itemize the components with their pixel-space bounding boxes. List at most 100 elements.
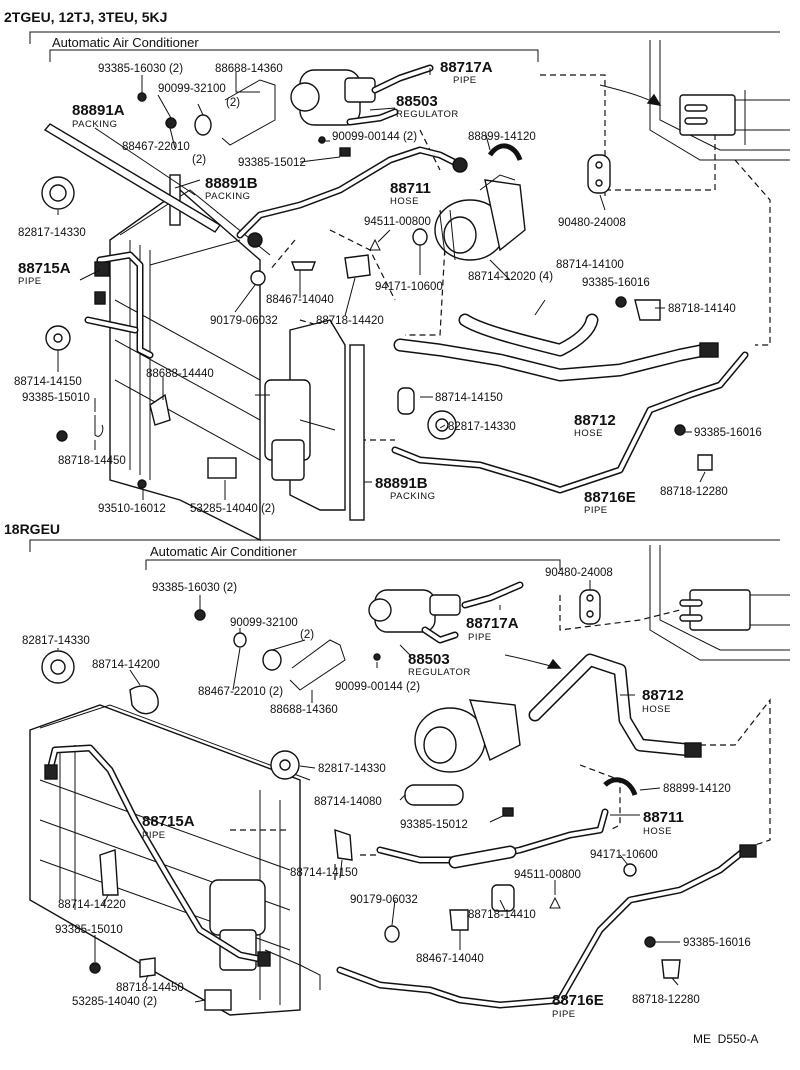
bottom-condenser [29, 704, 311, 1016]
label-93385-15010: 93385-15010 [22, 392, 90, 404]
label-93385-16016-b: 93385-16016 [694, 427, 762, 439]
bottom-receiver [209, 879, 321, 990]
top-pipe-88716E [391, 351, 749, 494]
bottom-hose-88712 [528, 653, 702, 758]
b-name-pipe-88717A: PIPE [468, 632, 492, 643]
b-qty-90099-32100: (2) [300, 629, 314, 641]
section-bottom: 18RGEU Automatic Air Conditioner [4, 521, 790, 1046]
b-name-pipe-88715A: PIPE [142, 830, 166, 841]
b-label-88503: 88503 [408, 651, 450, 668]
bottom-part-labels: 93385-16030 (2) 90480-24008 90099-32100 … [22, 567, 751, 1020]
top-pipe-88715A [84, 251, 154, 359]
bottom-hose-88711 [376, 808, 609, 869]
label-88718-14140: 88718-14140 [668, 303, 736, 315]
label-82817-14330-b: 82817-14330 [448, 421, 516, 433]
b-label-88718-14450: 88718-14450 [116, 982, 184, 994]
b-label-82817-14330-a: 82817-14330 [22, 635, 90, 647]
top-regulator [290, 64, 434, 126]
label-88718-14420: 88718-14420 [316, 315, 384, 327]
b-label-90480-24008: 90480-24008 [545, 567, 613, 579]
label-90099-00144: 90099-00144 (2) [332, 131, 417, 143]
top-evaporator-unit [599, 40, 790, 161]
b-label-88467-22010: 88467-22010 (2) [198, 686, 283, 698]
qty-88467-22010: (2) [192, 154, 206, 166]
qty-90099-32100: (2) [226, 97, 240, 109]
top-small-parts [41, 79, 713, 489]
label-93385-16016-a: 93385-16016 [582, 277, 650, 289]
label-88718-12280: 88718-12280 [660, 486, 728, 498]
label-94171-10600: 94171-10600 [375, 281, 443, 293]
b-name-pipe-88716E: PIPE [552, 1009, 576, 1020]
bottom-outer-bracket [29, 539, 780, 552]
name-hose-88712: HOSE [574, 428, 603, 439]
top-packing-strips [43, 123, 365, 521]
b-label-88712: 88712 [642, 687, 684, 704]
label-88714-14100: 88714-14100 [556, 259, 624, 271]
bottom-regulator [368, 581, 524, 644]
label-94511-00800: 94511-00800 [364, 216, 431, 228]
top-hose-88712 [393, 313, 719, 382]
top-leader-lines [57, 68, 706, 500]
top-inner-bracket [49, 49, 539, 62]
label-88714-14150-b: 88714-14150 [435, 392, 503, 404]
top-part-labels: 93385-16030 (2) 88688-14360 88717A PIPE … [14, 59, 762, 516]
name-packing-88891B-bottom: PACKING [390, 491, 436, 502]
diagram-code: ME D550-A [693, 1032, 758, 1046]
label-88891B-top: 88891B [205, 175, 258, 192]
label-93385-15012: 93385-15012 [238, 157, 306, 169]
b-label-88718-12280: 88718-12280 [632, 994, 700, 1006]
bottom-group-title: Automatic Air Conditioner [150, 544, 297, 559]
name-regulator: REGULATOR [396, 109, 459, 120]
top-group-title: Automatic Air Conditioner [52, 35, 199, 50]
label-88717A: 88717A [440, 59, 493, 76]
name-packing-88891B-top: PACKING [205, 191, 251, 202]
label-88688-14440: 88688-14440 [146, 368, 214, 380]
label-88712: 88712 [574, 412, 616, 429]
b-label-88467-14040: 88467-14040 [416, 953, 484, 965]
name-pipe-88715A: PIPE [18, 276, 42, 287]
label-53285-14040: 53285-14040 (2) [190, 503, 275, 515]
label-88718-14450: 88718-14450 [58, 455, 126, 467]
label-90480-24008: 90480-24008 [558, 217, 626, 229]
bottom-leader-lines [57, 580, 680, 1003]
b-label-93385-16030: 93385-16030 (2) [152, 582, 237, 594]
label-93510-16012: 93510-16012 [98, 503, 166, 515]
b-label-88714-14200: 88714-14200 [92, 659, 160, 671]
b-name-regulator: REGULATOR [408, 667, 471, 678]
b-label-90099-00144: 90099-00144 (2) [335, 681, 420, 693]
top-receiver-bracket [255, 319, 346, 511]
top-outer-bracket [29, 31, 780, 44]
label-88688-14360: 88688-14360 [215, 63, 283, 75]
name-packing-88891A: PACKING [72, 119, 118, 130]
b-label-93385-15010: 93385-15010 [55, 924, 123, 936]
bottom-models-title: 18RGEU [4, 521, 60, 537]
bottom-pipe-88716E [336, 844, 757, 1009]
bottom-evaporator-unit [504, 545, 790, 669]
b-label-88716E: 88716E [552, 992, 604, 1009]
b-label-53285-14040: 53285-14040 (2) [72, 996, 157, 1008]
label-88714-14150-a: 88714-14150 [14, 376, 82, 388]
b-label-88717A: 88717A [466, 615, 519, 632]
b-label-93385-15012: 93385-15012 [400, 819, 468, 831]
label-88891B-bottom: 88891B [375, 475, 428, 492]
label-88711: 88711 [390, 180, 431, 197]
b-label-88715A: 88715A [142, 813, 195, 830]
b-label-94511-00800: 94511-00800 [514, 869, 581, 881]
label-88467-22010: 88467-22010 [122, 141, 190, 153]
bottom-compressor [414, 699, 521, 773]
b-label-94171-10600: 94171-10600 [590, 849, 658, 861]
label-82817-14330-a: 82817-14330 [18, 227, 86, 239]
name-pipe-88716E: PIPE [584, 505, 608, 516]
b-name-hose-88711: HOSE [643, 826, 672, 837]
bottom-small-parts [41, 589, 681, 1011]
top-hose-88711 [149, 146, 468, 266]
label-88891A: 88891A [72, 102, 125, 119]
b-label-88714-14150: 88714-14150 [290, 867, 358, 879]
label-93385-16030: 93385-16030 (2) [98, 63, 183, 75]
b-label-88688-14360: 88688-14360 [270, 704, 338, 716]
b-name-hose-88712: HOSE [642, 704, 671, 715]
name-hose-88711: HOSE [390, 196, 419, 207]
top-models-title: 2TGEU, 12TJ, 3TEU, 5KJ [4, 9, 167, 25]
b-label-90179-06032: 90179-06032 [350, 894, 418, 906]
